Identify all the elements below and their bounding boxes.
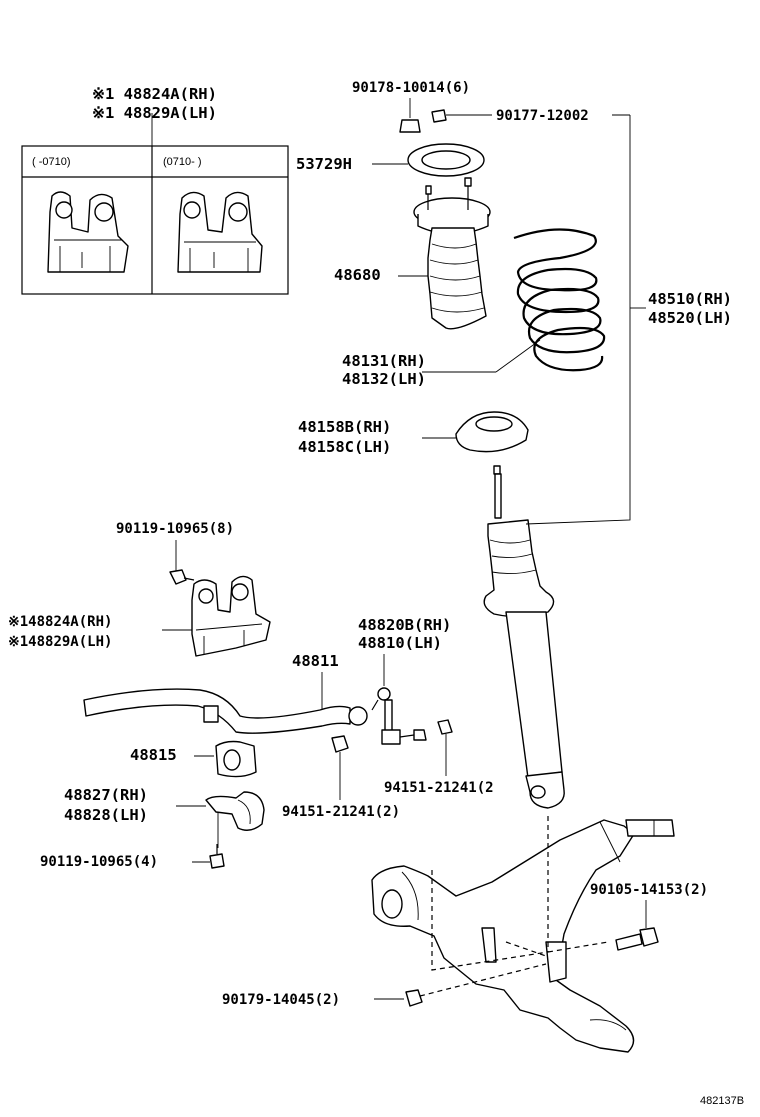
spring-seat-part bbox=[455, 411, 529, 453]
stabilizer-bracket-part bbox=[191, 575, 271, 657]
label-bumper: 48680 bbox=[334, 266, 381, 284]
arm-nut-part bbox=[405, 989, 423, 1007]
label-clamp-rh: 48827(RH) bbox=[64, 786, 148, 804]
link-nut-right-part bbox=[437, 719, 453, 735]
inset-title-rh: ※1 48824A(RH) bbox=[92, 85, 217, 103]
label-link-nut-left: 94151-21241(2) bbox=[282, 804, 400, 820]
bracket-bolt-part bbox=[169, 569, 195, 585]
label-bushing: 48815 bbox=[130, 746, 177, 764]
label-spring-seat-lh: 48158C(LH) bbox=[298, 438, 391, 456]
inset-col-right: (0710- ) bbox=[163, 156, 202, 168]
label-link-lh: 48810(LH) bbox=[358, 634, 442, 652]
label-stab-bar: 48811 bbox=[292, 652, 339, 670]
bracket-variant-late bbox=[177, 191, 263, 273]
label-bracket-lh: ※148829A(LH) bbox=[8, 634, 112, 650]
nut-right-part bbox=[431, 109, 447, 123]
label-spring-rh: 48131(RH) bbox=[342, 352, 426, 370]
label-nut-top: 90178-10014(6) bbox=[352, 80, 470, 96]
label-shock-lh: 48520(LH) bbox=[648, 309, 732, 327]
bracket-variant-early bbox=[47, 191, 129, 273]
label-nut-right: 90177-12002 bbox=[496, 108, 589, 124]
clamp-part bbox=[205, 791, 265, 831]
inset-title-lh: ※1 48829A(LH) bbox=[92, 104, 217, 122]
diagram-code: 482137B bbox=[700, 1095, 744, 1107]
clamp-bolt-part bbox=[209, 844, 225, 869]
insulator-ring-part bbox=[407, 143, 485, 177]
label-link-nut-right: 94151-21241(2 bbox=[384, 780, 494, 796]
label-spring-seat-rh: 48158B(RH) bbox=[298, 418, 391, 436]
bracket-variants-inset: ( -0710) (0710- ) bbox=[21, 113, 289, 295]
label-bracket-rh: ※148824A(RH) bbox=[8, 614, 112, 630]
coil-spring-part bbox=[513, 228, 606, 372]
bushing-part bbox=[215, 740, 257, 778]
label-clamp-bolt: 90119-10965(4) bbox=[40, 854, 158, 870]
label-shock-rh: 48510(RH) bbox=[648, 290, 732, 308]
nut-top-part bbox=[399, 119, 421, 133]
link-nut-left-part bbox=[331, 735, 349, 753]
label-arm-nut: 90179-14045(2) bbox=[222, 992, 340, 1008]
label-bracket-bolt: 90119-10965(8) bbox=[116, 521, 234, 537]
label-insulator: 53729H bbox=[296, 155, 352, 173]
bumper-part bbox=[413, 177, 491, 330]
inset-col-left: ( -0710) bbox=[32, 156, 71, 168]
steering-knuckle-part bbox=[371, 819, 675, 1053]
shock-absorber-part bbox=[483, 465, 565, 809]
stabilizer-link-part bbox=[371, 687, 427, 745]
label-link-rh: 48820B(RH) bbox=[358, 616, 451, 634]
arm-bolt-part bbox=[615, 927, 659, 951]
label-arm-bolt: 90105-14153(2) bbox=[590, 882, 708, 898]
label-clamp-lh: 48828(LH) bbox=[64, 806, 148, 824]
stabilizer-bar-part bbox=[83, 688, 368, 734]
label-spring-lh: 48132(LH) bbox=[342, 370, 426, 388]
